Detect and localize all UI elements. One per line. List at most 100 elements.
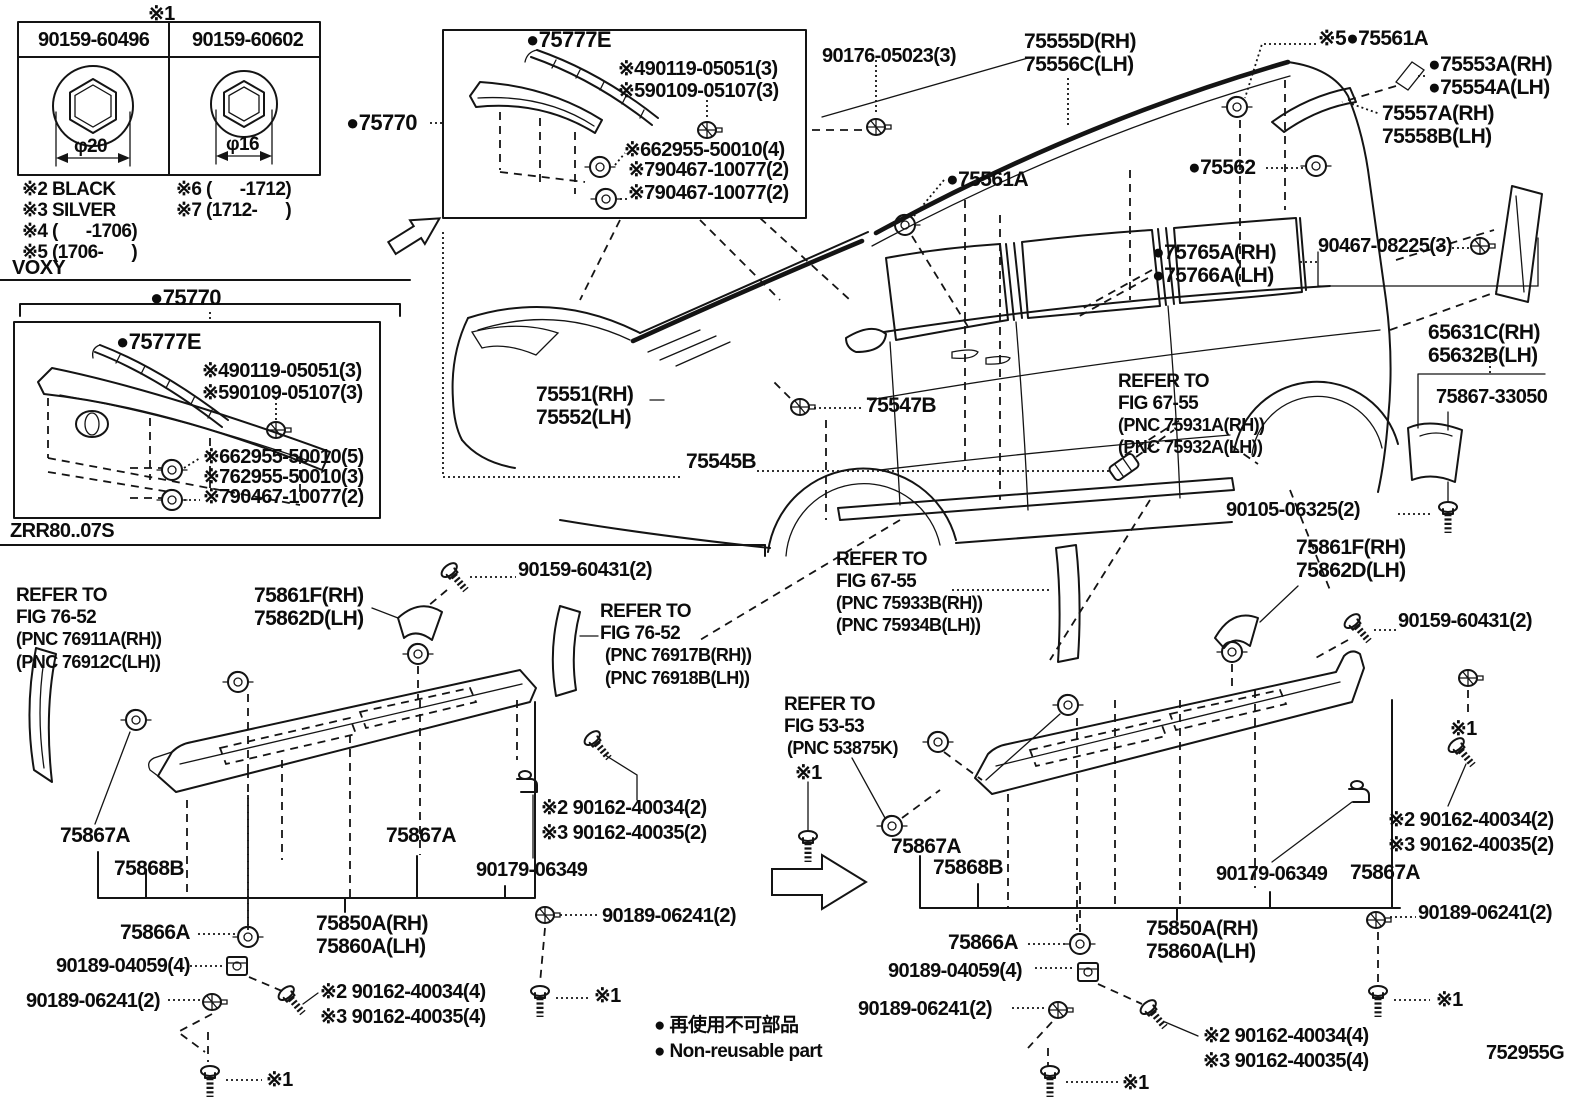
clip-icon — [1108, 452, 1140, 482]
note-5-range: ※5 (1706- ) — [22, 242, 138, 263]
part-90162-40034-4-r: ※2 90162-40034(4) — [1203, 1025, 1369, 1047]
section-voxy: VOXY — [12, 257, 66, 279]
pillar-garnish-drawing — [28, 647, 57, 783]
part-75867a-l2: 75867A — [386, 824, 457, 847]
grommet-icon — [1048, 1001, 1074, 1019]
part-75562: ●75562 — [1188, 156, 1256, 179]
part-90159-60431-l: 90159-60431(2) — [518, 559, 653, 581]
part-75777e-voxy: ●75777E — [116, 329, 202, 354]
grommet-icon — [1366, 911, 1392, 929]
mudguard-garnish-65631c — [1407, 422, 1463, 483]
roof-drip-moulding-75555d — [873, 59, 1291, 236]
screw-icon — [1138, 997, 1172, 1032]
part-75555d: 75555D(RH) — [1024, 30, 1136, 53]
part-590109-05107-voxy: ※590109-05107(3) — [202, 382, 363, 404]
voxy-section — [0, 279, 766, 557]
diagram-code: 752955G — [1486, 1042, 1565, 1064]
fastener-size-table — [17, 21, 321, 176]
part-75867a-r2: 75867A — [1350, 861, 1421, 884]
screw-icon — [1041, 1066, 1059, 1097]
grommet-icon — [535, 906, 561, 924]
part-75868b-l: 75868B — [114, 857, 185, 880]
vehicle-illustration — [451, 59, 1399, 663]
part-75868b-r: 75868B — [933, 856, 1004, 879]
screw-icon — [439, 560, 473, 595]
part-90467-08225: 90467-08225(3) — [1318, 235, 1453, 257]
sill-end-garnish-drawing — [551, 605, 581, 697]
part-75850a-l: 75850A(RH) — [316, 912, 428, 935]
roof-corner-garnish-75557a — [1271, 87, 1357, 133]
j-clip-icon — [1348, 780, 1370, 803]
clip-icon — [156, 458, 188, 481]
part-75862d-r: 75862D(LH) — [1296, 559, 1406, 582]
grommet-icon — [697, 121, 723, 139]
screw-icon — [1369, 986, 1387, 1017]
retainer-75861f — [1214, 614, 1259, 649]
part-75862d-l: 75862D(LH) — [254, 607, 364, 630]
part-75867a-l1: 75867A — [60, 824, 131, 847]
part-90162-40034-4-l: ※2 90162-40034(4) — [320, 981, 486, 1003]
part-75552: 75552(LH) — [536, 406, 632, 429]
rocker-moulding-75850a — [157, 669, 537, 793]
ref-7652a-line4: (PNC 76912C(LH)) — [16, 652, 161, 672]
part-75860a-l: 75860A(LH) — [316, 935, 426, 958]
note-6-range: ※6 ( -1712) — [176, 179, 292, 200]
part-90159-60431-r: 90159-60431(2) — [1398, 610, 1533, 632]
part-75861f-r: 75861F(RH) — [1296, 536, 1406, 559]
body-side-moulding — [837, 477, 1235, 521]
upper-callouts — [812, 43, 1543, 331]
mid-callouts — [442, 232, 1546, 591]
screw-icon — [531, 986, 549, 1017]
part-90179-06349-l: 90179-06349 — [476, 859, 588, 881]
ref-5353-line3: (PNC 53875K) — [787, 738, 898, 758]
part-75553a: ●75553A(RH) — [1428, 53, 1553, 76]
part-75866a-l: 75866A — [120, 921, 191, 944]
ref-6755b-line3: (PNC 75933B(RH)) — [836, 593, 983, 613]
part-662955-50010-voxy: ※662955-50010(5) — [203, 446, 364, 468]
ref-7652b-line3: (PNC 76917B(RH)) — [605, 645, 752, 665]
part-90162-40035-2-r: ※3 90162-40035(2) — [1388, 834, 1554, 856]
legend-en: ● Non-reusable part — [654, 1041, 823, 1062]
part-75860a-r: 75860A(LH) — [1146, 940, 1256, 963]
ref-7652b-line1: REFER TO — [600, 601, 692, 622]
nut-clip-icon — [226, 956, 248, 976]
part-590109-05107: ※590109-05107(3) — [618, 80, 779, 102]
part-90162-40035-4-r: ※3 90162-40035(4) — [1203, 1050, 1369, 1072]
note-1-lm: ※1 — [594, 985, 621, 1007]
grommet-icon — [1470, 237, 1496, 255]
part-75554a: ●75554A(LH) — [1428, 76, 1550, 99]
screw-icon — [276, 983, 310, 1018]
part-65631c: 65631C(RH) — [1428, 321, 1540, 344]
ref-6755b-line1: REFER TO — [836, 549, 928, 570]
retainer-75861f — [397, 605, 443, 641]
grommet-icon — [790, 398, 816, 416]
ref-7652b-line2: FIG 76-52 — [600, 623, 681, 644]
ref-6755b-line4: (PNC 75934B(LH)) — [836, 615, 981, 635]
part-90105-06325: 90105-06325(2) — [1226, 499, 1361, 521]
note-1-rm: ※1 — [1436, 989, 1463, 1011]
note-3-silver: ※3 SILVER — [22, 200, 116, 221]
part-90189-06241-lm: 90189-06241(2) — [602, 905, 737, 927]
front-garnish-detail-box — [430, 29, 807, 219]
clip-icon — [156, 488, 188, 511]
dim-phi-20: φ20 — [74, 136, 108, 157]
part-75770-voxy: ●75770 — [150, 285, 221, 310]
grommet-icon — [202, 993, 228, 1011]
clip-icon — [402, 642, 434, 665]
part-75867a-r1: 75867A — [891, 835, 962, 858]
ref-7652b-line4: (PNC 76918B(LH)) — [605, 668, 750, 688]
clip-icon — [590, 187, 622, 210]
part-75765a: ●75765A(RH) — [1152, 241, 1277, 264]
part-75545b: 75545B — [686, 450, 757, 473]
part-65632b: 65632B(LH) — [1428, 344, 1538, 367]
note-1-rb: ※1 — [1122, 1072, 1149, 1094]
rocker-moulding-75850a — [974, 650, 1365, 795]
part-75561a-mid: ●75561A — [946, 168, 1029, 191]
part-90162-40034-2-r: ※2 90162-40034(2) — [1388, 809, 1554, 831]
bolt-head-icon — [210, 70, 278, 165]
ref-6755a-line1: REFER TO — [1118, 371, 1210, 392]
note-ref-1: ※1 — [148, 3, 175, 25]
part-75861f-l: 75861F(RH) — [254, 584, 364, 607]
left-rocker-group — [28, 560, 638, 1097]
part-790467-10077-a: ※790467-10077(2) — [628, 159, 789, 181]
